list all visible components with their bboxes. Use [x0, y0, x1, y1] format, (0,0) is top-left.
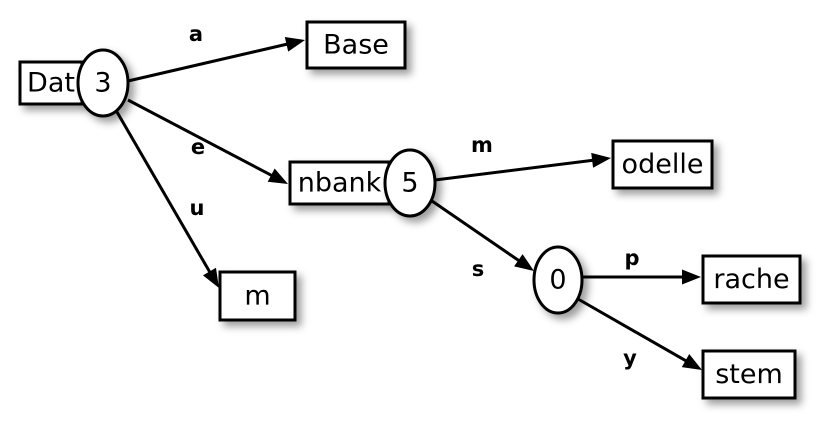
arrow-head-s	[514, 254, 534, 271]
node-n0[interactable]: 0	[532, 245, 584, 315]
edge-line-u	[115, 111, 213, 276]
node-shape-ellipse-n0[interactable]	[532, 245, 584, 315]
arrow-head-m	[591, 152, 611, 168]
edge-line-y	[577, 297, 690, 364]
node-dat[interactable]: Dat	[18, 60, 84, 106]
node-odelle[interactable]: odelle	[611, 139, 714, 190]
node-shape-ellipse-n5[interactable]	[383, 148, 437, 218]
node-label-dat: Dat	[27, 68, 75, 99]
node-base[interactable]: Base	[305, 20, 407, 70]
node-label-nbank: nbank	[298, 168, 382, 199]
edge-label-a: a	[189, 22, 203, 46]
edge-m	[434, 152, 611, 182]
node-shape-ellipse-n3[interactable]	[76, 48, 130, 118]
edge-label-m: m	[471, 133, 493, 157]
node-nbank[interactable]: nbank	[288, 160, 391, 206]
node-label-base: Base	[323, 30, 389, 61]
edge-line-s	[431, 199, 523, 264]
node-label-stem: stem	[715, 359, 783, 390]
node-label-rache: rache	[713, 264, 789, 295]
node-label-m: m	[244, 281, 270, 312]
node-n5[interactable]: 5	[383, 148, 437, 218]
node-shape-box-m[interactable]	[218, 270, 297, 322]
arrow-head-y	[681, 354, 702, 370]
arrow-head-p	[682, 269, 701, 285]
edge-line-a	[127, 41, 291, 83]
edge-label-u: u	[190, 196, 205, 220]
arrow-head-a	[284, 36, 305, 52]
edge-p	[582, 269, 701, 285]
nodes-layer: Dat Base nbank m odelle rache stem 3 5 0	[18, 20, 802, 400]
edge-label-y: y	[623, 346, 637, 370]
node-label-n3: 3	[94, 68, 111, 99]
edge-label-e: e	[191, 135, 205, 159]
node-m[interactable]: m	[218, 270, 297, 322]
node-stem[interactable]: stem	[701, 349, 797, 400]
edge-s	[431, 199, 534, 271]
edge-label-p: p	[624, 246, 639, 270]
edge-u	[115, 111, 219, 288]
node-shape-box-nbank[interactable]	[288, 160, 391, 206]
arrow-head-u	[202, 267, 219, 288]
arrow-head-e	[267, 168, 288, 184]
edge-line-e	[127, 98, 276, 179]
edge-a	[127, 36, 305, 83]
node-shape-box-rache[interactable]	[701, 254, 802, 305]
edges-layer	[115, 36, 702, 370]
node-rache[interactable]: rache	[701, 254, 802, 305]
edge-e	[127, 98, 288, 184]
node-label-n0: 0	[549, 265, 566, 296]
node-shape-box-odelle[interactable]	[611, 139, 714, 190]
node-n3[interactable]: 3	[76, 48, 130, 118]
edge-labels-layer: a e u m s p y	[189, 22, 640, 370]
node-label-odelle: odelle	[622, 149, 704, 180]
edge-y	[577, 297, 702, 370]
node-shape-box-stem[interactable]	[701, 349, 797, 400]
edge-label-s: s	[472, 257, 485, 281]
node-shape-box-base[interactable]	[305, 20, 407, 70]
node-label-n5: 5	[401, 168, 418, 199]
edge-line-m	[434, 158, 597, 182]
